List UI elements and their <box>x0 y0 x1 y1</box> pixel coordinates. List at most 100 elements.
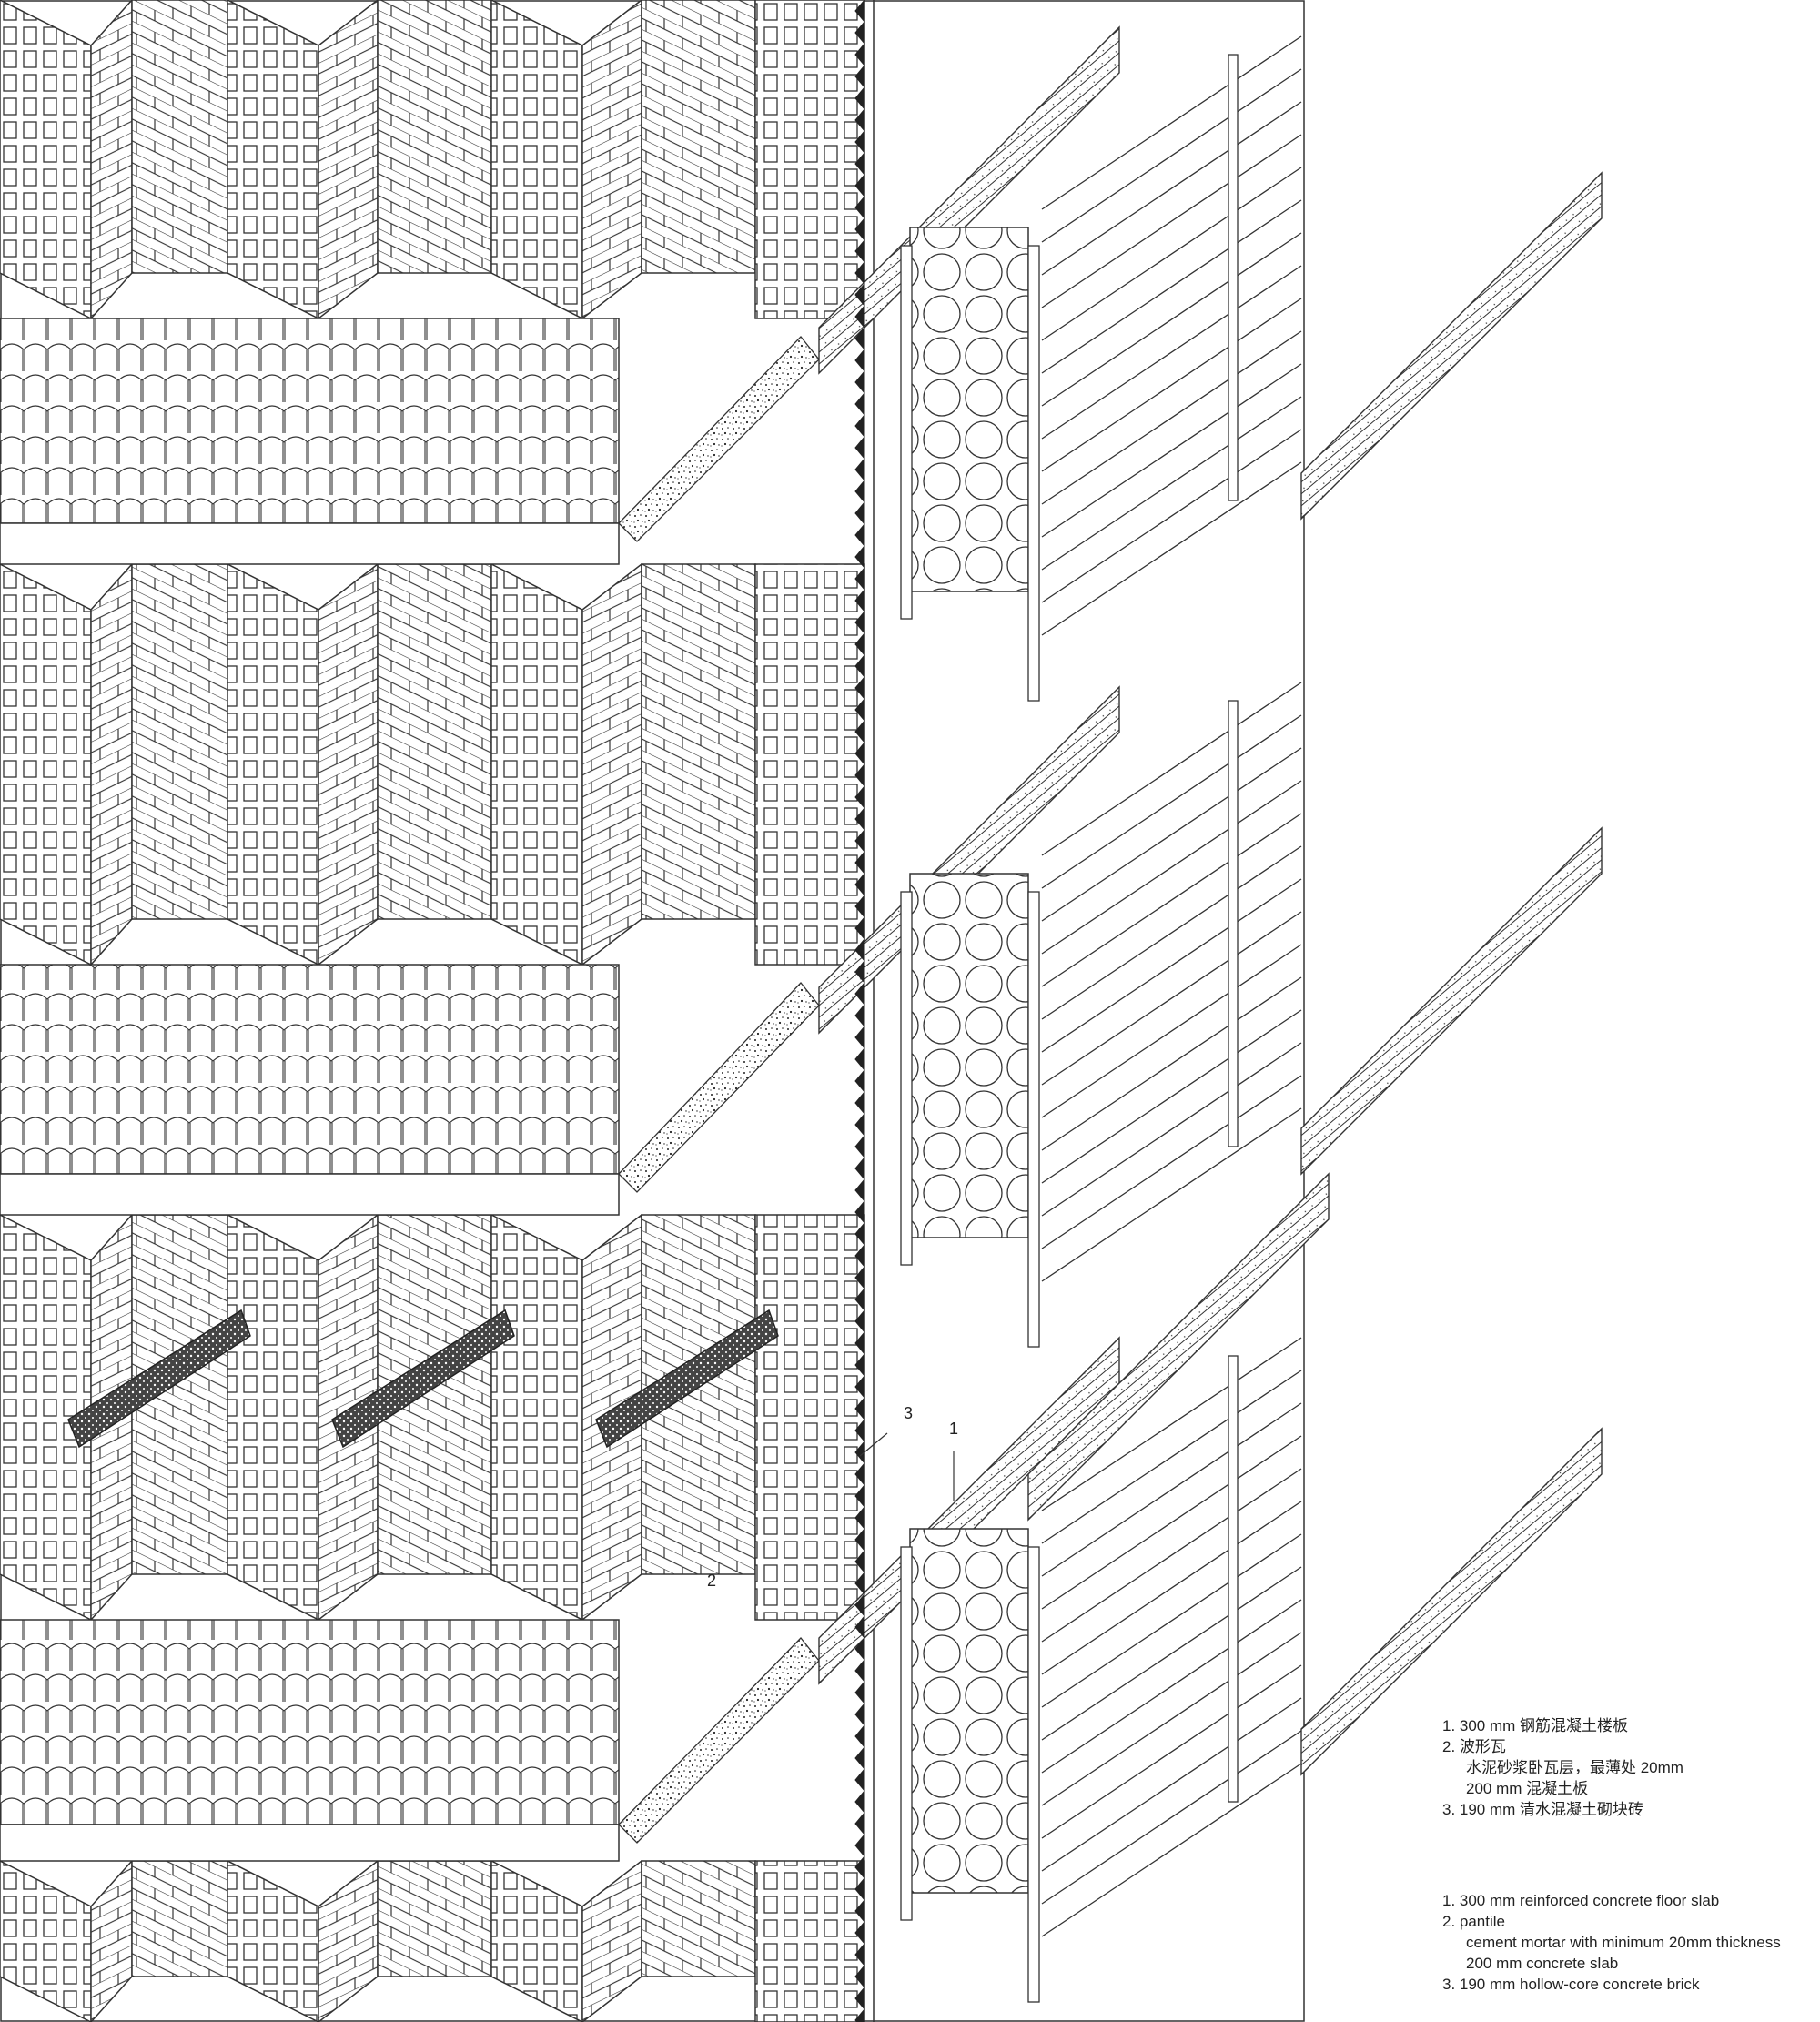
serration-tooth <box>854 195 865 220</box>
mortar-layer <box>618 336 820 542</box>
brick-face <box>318 562 379 966</box>
serration-tooth <box>854 107 865 133</box>
serration-tooth <box>854 1003 865 1028</box>
serration-tooth <box>854 129 865 155</box>
serration-tooth <box>854 173 865 198</box>
concrete-slab <box>0 1173 620 1216</box>
floor-slab <box>1300 826 1603 1176</box>
pantile-roof <box>0 964 620 1175</box>
floor-slab <box>818 685 1120 1035</box>
serration-tooth <box>854 1833 865 1858</box>
serration-tooth <box>854 326 865 351</box>
louvre-line <box>1041 1632 1302 1806</box>
serration-tooth <box>854 610 865 635</box>
hollow-block-face <box>490 562 583 966</box>
serration-tooth <box>854 915 865 941</box>
pantile-roof <box>0 1619 620 1825</box>
brick-face <box>377 1860 492 1977</box>
legend-chinese: 1. 300 mm 钢筋混凝土楼板 2. 波形瓦 水泥砂浆卧瓦层，最薄处 20m… <box>1442 1715 1684 1820</box>
serration-tooth <box>854 1352 865 1378</box>
serration-tooth <box>854 1483 865 1509</box>
hollow-block-face <box>490 0 583 320</box>
serration-tooth <box>854 1461 865 1487</box>
brick-face <box>641 0 756 274</box>
legend-cn-item-3: 3. 190 mm 清水混凝土砌块砖 <box>1442 1801 1644 1818</box>
serration-tooth <box>854 391 865 417</box>
serration-tooth <box>854 64 865 89</box>
serration-tooth <box>854 1986 865 2011</box>
leader-3 <box>859 1432 888 1457</box>
serration-tooth <box>854 806 865 832</box>
serration-tooth <box>854 1199 865 1225</box>
serration-tooth <box>854 1811 865 1836</box>
serration-tooth <box>854 369 865 395</box>
floor-slab <box>1300 1427 1603 1776</box>
serration-tooth <box>854 348 865 373</box>
brick-face <box>131 1860 228 1977</box>
brick-face <box>581 0 642 320</box>
brick-face <box>90 562 133 966</box>
callout-2: 2 <box>707 1572 717 1590</box>
serration-tooth <box>854 0 865 24</box>
mortar-layer <box>618 1637 820 1844</box>
louvre-line <box>1041 265 1302 440</box>
serration-tooth <box>854 435 865 460</box>
serration-tooth <box>854 86 865 111</box>
serration-tooth <box>854 1243 865 1269</box>
louvre-line <box>1041 298 1302 472</box>
serration-tooth <box>854 1046 865 1072</box>
louvre-line <box>1041 1763 1302 1937</box>
legend-cn-item-2: 2. 波形瓦 <box>1442 1738 1506 1755</box>
hollow-block-face <box>0 563 92 966</box>
legend-en-item-1: 1. 300 mm reinforced concrete floor slab <box>1442 1892 1720 1909</box>
legend-english: 1. 300 mm reinforced concrete floor slab… <box>1442 1890 1781 1995</box>
serration-tooth <box>854 1265 865 1290</box>
louvre-line <box>1041 976 1302 1151</box>
louvre-post <box>1228 700 1239 1147</box>
serration-tooth <box>854 238 865 264</box>
louvre-line <box>1041 35 1302 210</box>
legend-en-item-2b: 200 mm concrete slab <box>1466 1955 1619 1972</box>
floor-slab <box>1027 1172 1330 1522</box>
louvre-line <box>1041 1730 1302 1905</box>
serration-tooth <box>854 260 865 286</box>
serration-tooth <box>854 697 865 723</box>
callout-1: 1 <box>949 1420 959 1438</box>
serration-tooth <box>854 1855 865 1880</box>
hollow-block-face <box>490 1213 583 1622</box>
louvre-line <box>1041 747 1302 922</box>
louvre-post <box>1228 54 1239 501</box>
louvre-line <box>1041 813 1302 987</box>
louvre-line <box>1041 363 1302 538</box>
hollow-block-column <box>754 563 865 966</box>
legend-cn-item-2a: 水泥砂浆卧瓦层，最薄处 20mm <box>1466 1759 1684 1776</box>
louvre-line <box>1041 1533 1302 1708</box>
serration-tooth <box>854 894 865 919</box>
panel-post <box>1027 245 1040 702</box>
serration-tooth <box>854 1505 865 1531</box>
brick-face <box>90 0 133 320</box>
serration-tooth <box>854 1221 865 1247</box>
brick-face <box>581 1859 642 2022</box>
serration-tooth <box>854 1920 865 1946</box>
louvre-line <box>1041 1075 1302 1249</box>
serration-tooth <box>854 1068 865 1094</box>
hollow-block-face <box>0 1860 92 2022</box>
louvre-line <box>1041 68 1302 243</box>
panel-post <box>1027 1546 1040 2003</box>
facade-right <box>818 25 1603 2003</box>
louvre-line <box>1041 682 1302 856</box>
legend-cn-item-2b: 200 mm 混凝土板 <box>1466 1780 1589 1797</box>
louvre-line <box>1041 232 1302 407</box>
serration-tooth <box>854 1549 865 1574</box>
panel-post <box>900 245 913 620</box>
serration-tooth <box>854 872 865 897</box>
serration-tooth <box>854 937 865 963</box>
serration-tooth <box>854 675 865 701</box>
serration-tooth <box>854 1680 865 1705</box>
louvre-line <box>1041 1009 1302 1184</box>
callout-3: 3 <box>904 1404 914 1422</box>
louvre-line <box>1041 1664 1302 1839</box>
serration-tooth <box>854 151 865 177</box>
serration-tooth <box>854 1702 865 1727</box>
